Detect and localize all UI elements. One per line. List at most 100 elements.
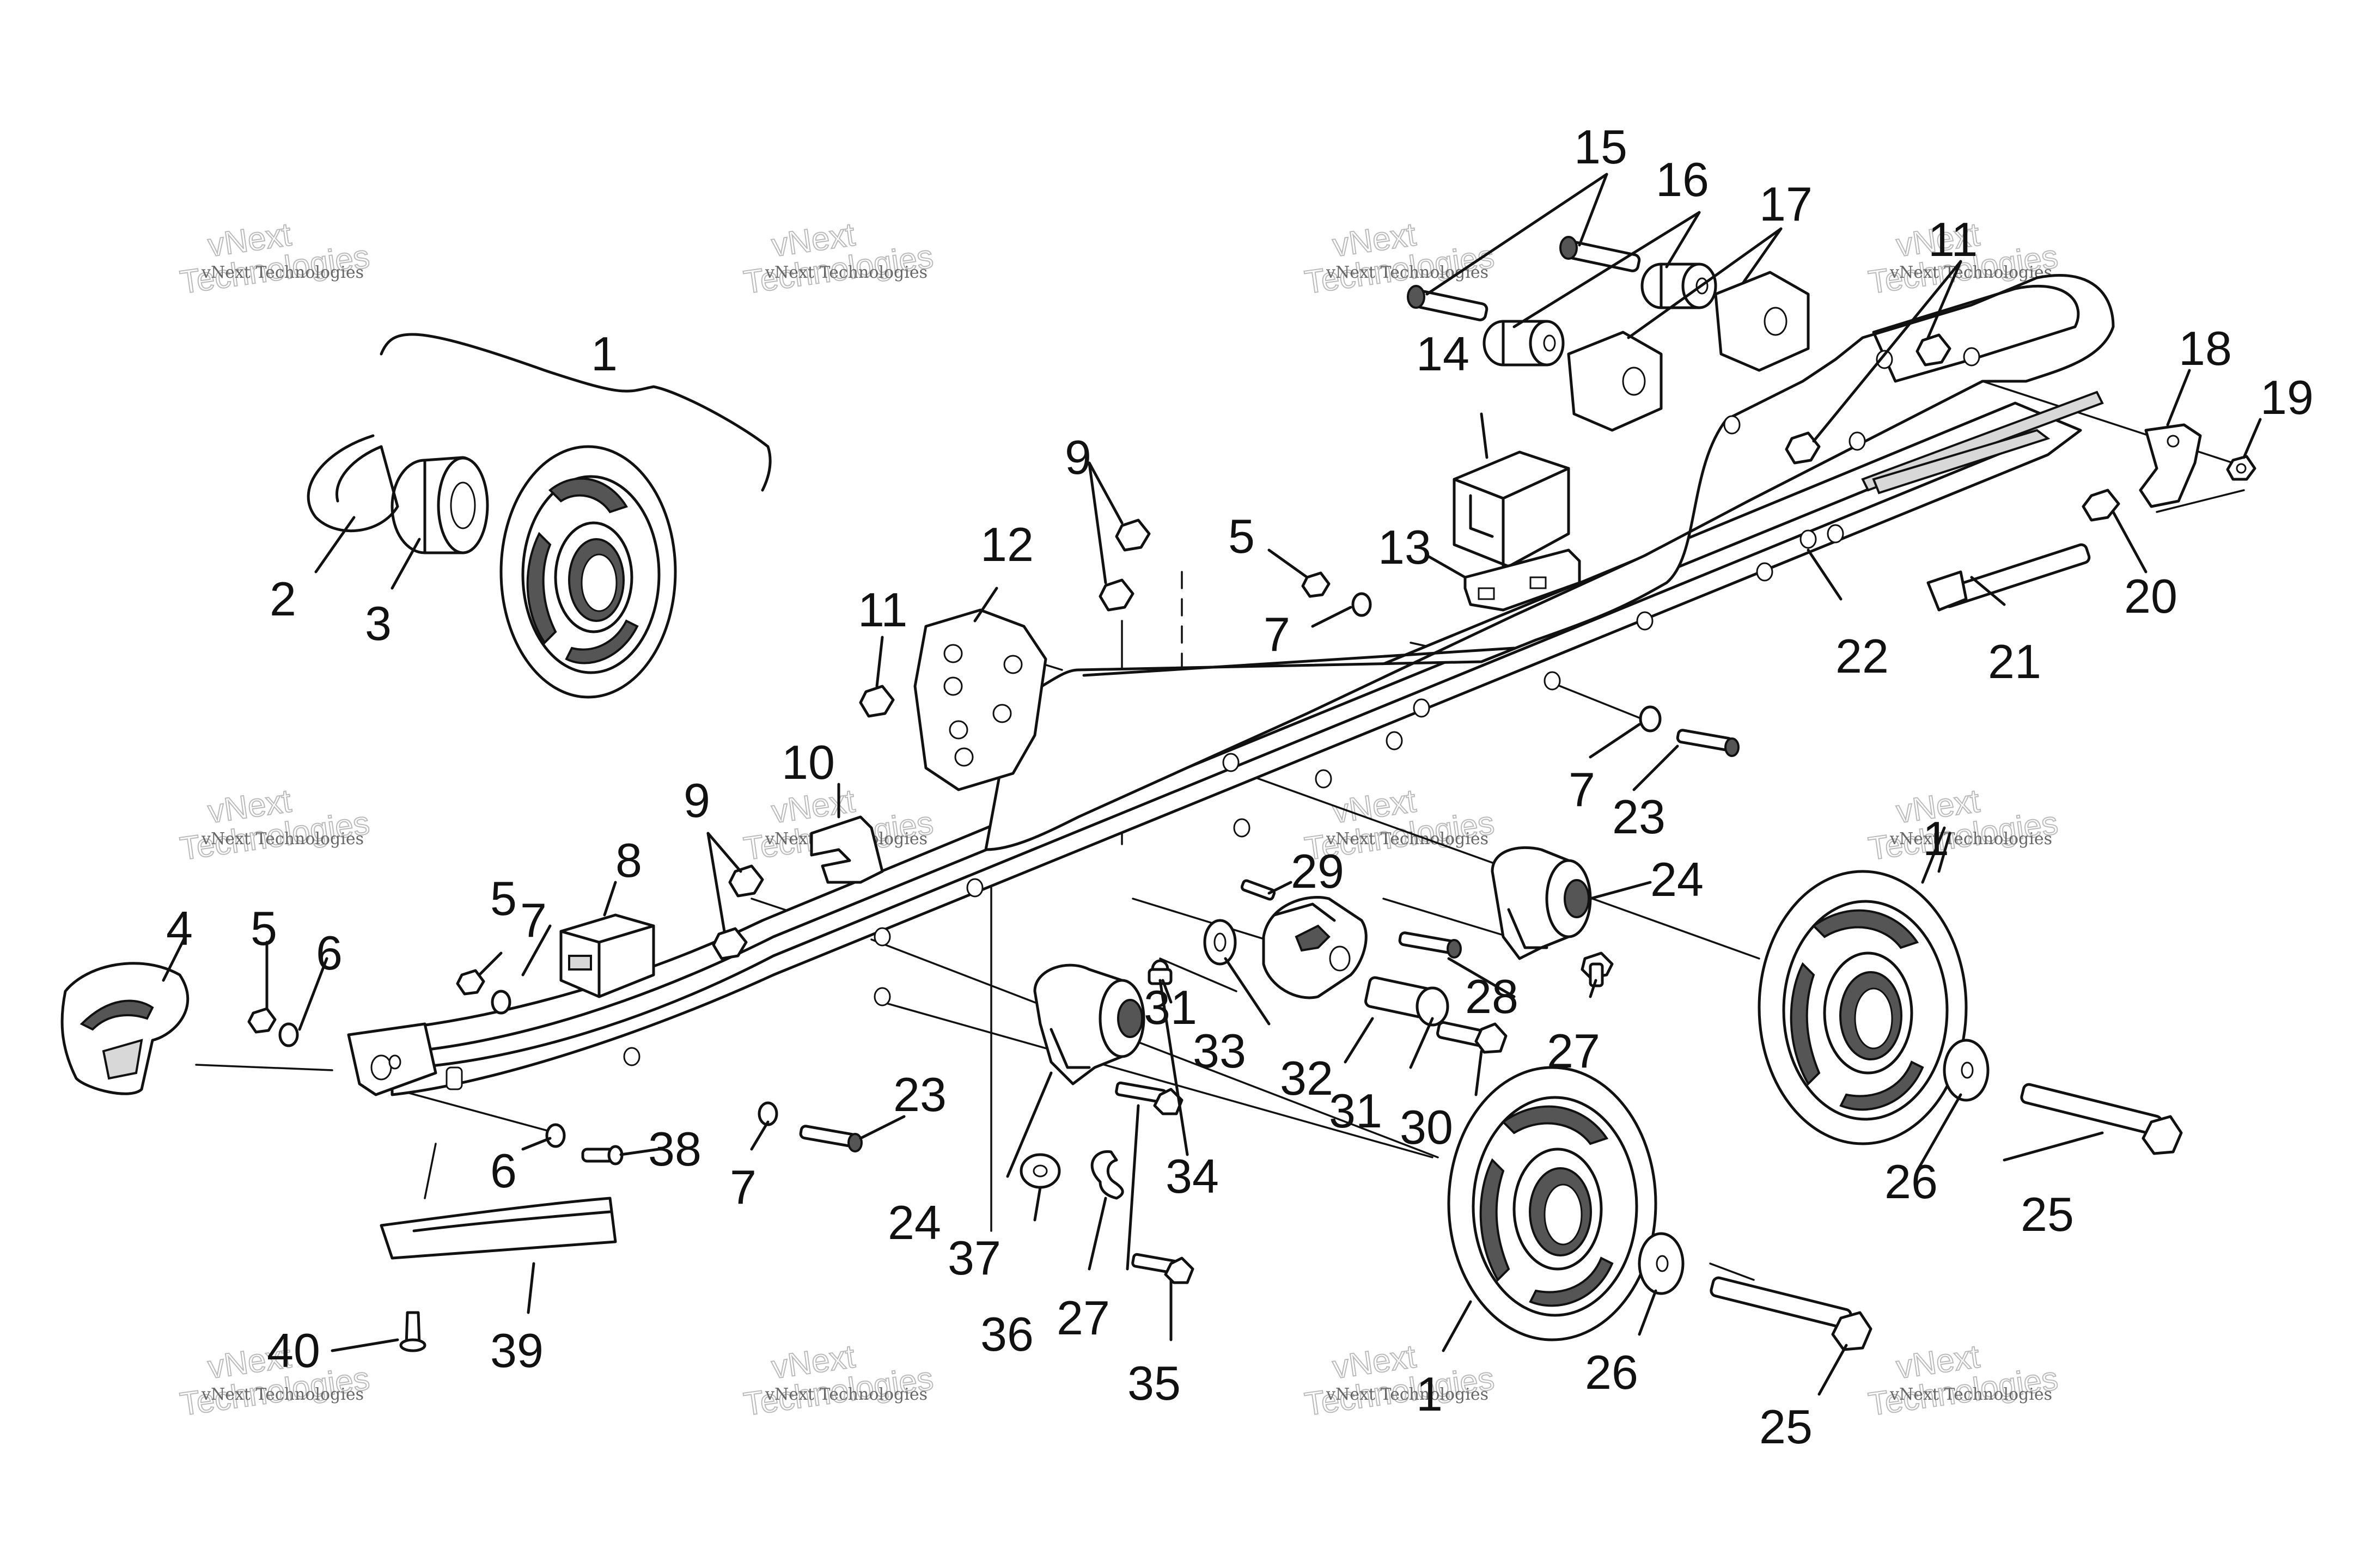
wheel-top	[499, 445, 677, 699]
svg-text:vNext Technologies: vNext Technologies	[1326, 263, 1488, 282]
callout-20: 20	[2124, 569, 2177, 623]
callout-24: 24	[888, 1195, 941, 1249]
callout-25: 25	[1759, 1400, 1813, 1454]
callout-34: 34	[1166, 1149, 1219, 1203]
callout-29: 29	[1291, 844, 1344, 898]
pin-29	[1240, 879, 1276, 901]
bolt-28	[1398, 931, 1462, 959]
callout-27: 27	[1547, 1024, 1600, 1078]
callout-17: 17	[1759, 177, 1813, 231]
callout-31: 31	[1329, 1084, 1382, 1138]
clip-36	[1090, 1150, 1124, 1200]
front-mount-plate	[913, 608, 1047, 791]
svg-text:vNext Technologies: vNext Technologies	[201, 1385, 364, 1404]
wheel-bottom	[1447, 1066, 1657, 1341]
pivot-housing	[1262, 896, 1368, 999]
svg-text:vNext Technologies: vNext Technologies	[201, 263, 364, 282]
callout-30: 30	[1400, 1100, 1453, 1154]
washer-26b	[1638, 1232, 1685, 1295]
svg-text:vNext Technologies: vNext Technologies	[201, 829, 364, 849]
washer-33	[1203, 919, 1237, 966]
bolt-23b	[799, 1125, 863, 1152]
callout-28: 28	[1465, 969, 1518, 1023]
callout-leaders	[162, 173, 2262, 1396]
callout-15: 15	[1574, 120, 1627, 174]
nut-9d	[712, 927, 748, 960]
skid-tip	[60, 962, 190, 1095]
watermark: Technologies vNext vNext Technologies	[741, 1337, 936, 1423]
callout-26: 26	[1884, 1155, 1938, 1209]
watermark: Technologies vNext vNext Technologies	[1865, 1337, 2060, 1423]
callout-35: 35	[1127, 1356, 1181, 1410]
callout-labels: 1 2 3 4 5 6 5 7 8 9 10 11 12 9 5 7 13 14…	[166, 120, 2314, 1454]
callout-7: 7	[1264, 607, 1290, 661]
wheel-right	[1758, 870, 1968, 1145]
slide-clip	[1453, 450, 1570, 568]
bolt-38	[581, 1145, 624, 1166]
callout-11: 11	[858, 583, 907, 637]
callout-36: 36	[980, 1307, 1034, 1361]
watermark: Technologies vNext vNext Technologies	[741, 215, 936, 301]
callout-1: 1	[1416, 1367, 1443, 1421]
callout-24: 24	[1650, 852, 1704, 906]
bracket-18	[2139, 423, 2202, 508]
callout-5: 5	[1228, 509, 1255, 563]
callout-7: 7	[730, 1160, 757, 1214]
nut-9a	[1115, 518, 1151, 552]
nut-19	[2226, 455, 2256, 481]
nut-9c	[728, 864, 764, 898]
watermark: Technologies vNext vNext Technologies	[177, 782, 372, 868]
callout-39: 39	[490, 1323, 544, 1377]
callout-6: 6	[490, 1144, 517, 1198]
axle-bolt-25a	[2020, 1083, 2183, 1155]
tube-link	[1082, 646, 1516, 677]
watermark: Technologies vNext vNext Technologies	[1302, 215, 1497, 301]
snap-ring	[307, 434, 399, 533]
clip-base	[1463, 548, 1581, 612]
callout-25: 25	[2021, 1187, 2074, 1241]
bushing-16a	[1483, 320, 1565, 367]
spacer-17b	[1714, 271, 1810, 372]
nut-11b	[1915, 333, 1951, 367]
rear-shaft-bolt	[1926, 543, 2091, 612]
callout-19: 19	[2260, 370, 2314, 424]
callout-8: 8	[615, 833, 642, 887]
nut-5b	[456, 969, 485, 996]
callout-38: 38	[648, 1122, 701, 1176]
callout-27: 27	[1057, 1291, 1110, 1345]
callout-1: 1	[1923, 812, 1949, 865]
callout-21: 21	[1988, 634, 2041, 688]
svg-text:vNext Technologies: vNext Technologies	[1326, 1385, 1488, 1404]
callout-9: 9	[684, 773, 710, 827]
group-bracket	[380, 333, 772, 492]
small-bracket	[810, 815, 884, 884]
bolt-27a	[1581, 951, 1614, 987]
callout-1: 1	[591, 327, 618, 381]
nut-20	[2082, 489, 2120, 522]
callout-13: 13	[1378, 520, 1431, 574]
callout-6: 6	[316, 926, 343, 980]
rail-holes	[623, 524, 1844, 1066]
washers	[278, 592, 1662, 1148]
bolt-27b	[1115, 1081, 1184, 1115]
callout-12: 12	[980, 517, 1034, 571]
washer-26a	[1943, 1039, 1990, 1102]
callout-3: 3	[365, 596, 392, 650]
callout-23: 23	[893, 1067, 947, 1121]
nut-rear	[1785, 431, 1821, 465]
nut-11a	[859, 685, 895, 718]
bolt-15b	[1559, 236, 1641, 272]
bearing	[391, 456, 489, 554]
spacer-17a	[1567, 331, 1663, 432]
wear-strip	[380, 1197, 617, 1260]
svg-text:vNext Technologies: vNext Technologies	[765, 263, 928, 282]
svg-text:vNext Technologies: vNext Technologies	[765, 1385, 928, 1404]
callout-16: 16	[1656, 152, 1709, 206]
axle-bolt-25b	[1710, 1276, 1872, 1351]
bolt-23a	[1676, 729, 1740, 757]
svg-text:vNext Technologies: vNext Technologies	[1889, 1385, 2052, 1404]
callout-23: 23	[1612, 790, 1666, 844]
callout-10: 10	[782, 735, 835, 789]
bolt-35	[1131, 1253, 1194, 1284]
